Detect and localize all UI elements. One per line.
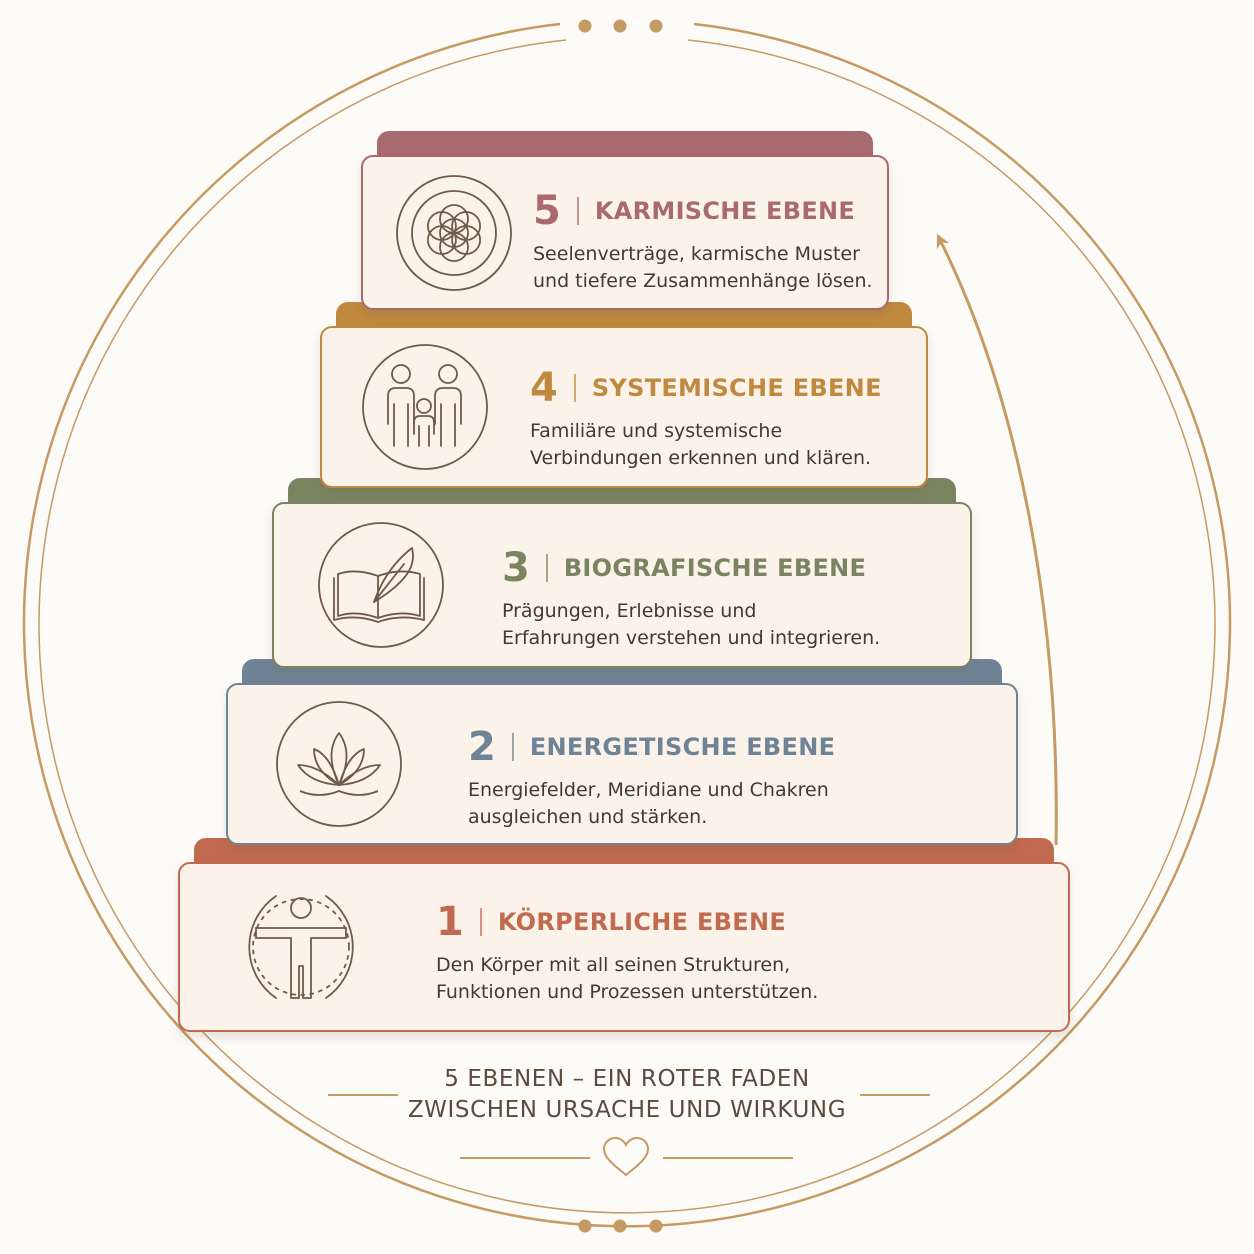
level-2-icon xyxy=(274,699,404,829)
tagline-line-2: ZWISCHEN URSACHE UND WIRKUNG xyxy=(407,1097,847,1123)
level-3-number: 3 xyxy=(502,545,530,591)
level-5-icon xyxy=(389,168,519,298)
level-2-separator xyxy=(511,733,514,761)
heart-icon xyxy=(602,1136,650,1177)
level-3-description: Prägungen, Erlebnisse und Erfahrungen ve… xyxy=(502,600,881,649)
level-2-card: 2 ENERGETISCHE EBENE Energiefelder, Meri… xyxy=(226,659,1018,845)
level-4-title: SYSTEMISCHE EBENE xyxy=(591,374,882,402)
level-5-title: KARMISCHE EBENE xyxy=(594,197,856,225)
level-3-title: BIOGRAFISCHE EBENE xyxy=(563,554,867,582)
level-5-card: 5 KARMISCHE EBENE Seelenverträge, karmis… xyxy=(361,131,889,310)
level-2-description: Energiefelder, Meridiane und Chakren aus… xyxy=(468,779,829,828)
level-1-separator xyxy=(479,908,482,936)
family-icon xyxy=(362,344,488,470)
lotus-icon xyxy=(276,701,402,827)
level-5-description: Seelenverträge, karmische Muster und tie… xyxy=(533,243,873,292)
tagline-line-1: 5 EBENEN – EIN ROTER FADEN xyxy=(444,1066,810,1092)
level-1-icon xyxy=(236,882,366,1012)
level-3-icon xyxy=(316,520,446,650)
level-4-card: 4 SYSTEMISCHE EBENE Familiäre und system… xyxy=(320,302,928,488)
level-3-separator xyxy=(545,554,548,582)
level-1-card: 1 KÖRPERLICHE EBENE Den Körper mit all s… xyxy=(178,838,1070,1032)
level-1-title: KÖRPERLICHE EBENE xyxy=(497,908,787,936)
book-feather-icon xyxy=(318,522,444,648)
flower-of-life-icon xyxy=(396,174,512,291)
level-4-separator xyxy=(573,374,576,402)
level-5-separator xyxy=(576,197,579,225)
level-2-title: ENERGETISCHE EBENE xyxy=(529,733,836,761)
level-1-number: 1 xyxy=(436,899,464,945)
level-4-number: 4 xyxy=(530,365,558,411)
human-figure-icon xyxy=(248,895,354,999)
bottom-dots-ornament xyxy=(578,1219,663,1233)
level-5-number: 5 xyxy=(533,188,561,234)
level-2-number: 2 xyxy=(468,724,496,770)
rising-arrow xyxy=(936,233,1058,846)
top-dots-ornament xyxy=(578,19,663,33)
level-1-description: Den Körper mit all seinen Strukturen, Fu… xyxy=(436,954,819,1003)
level-3-card: 3 BIOGRAFISCHE EBENE Prägungen, Erlebnis… xyxy=(272,478,972,668)
level-4-icon xyxy=(360,342,490,472)
level-4-description: Familiäre und systemische Verbindungen e… xyxy=(530,420,872,469)
heart-divider xyxy=(460,1136,793,1177)
outer-circle xyxy=(22,22,1232,1228)
tagline: 5 EBENEN – EIN ROTER FADEN ZWISCHEN URSA… xyxy=(0,1064,1254,1126)
